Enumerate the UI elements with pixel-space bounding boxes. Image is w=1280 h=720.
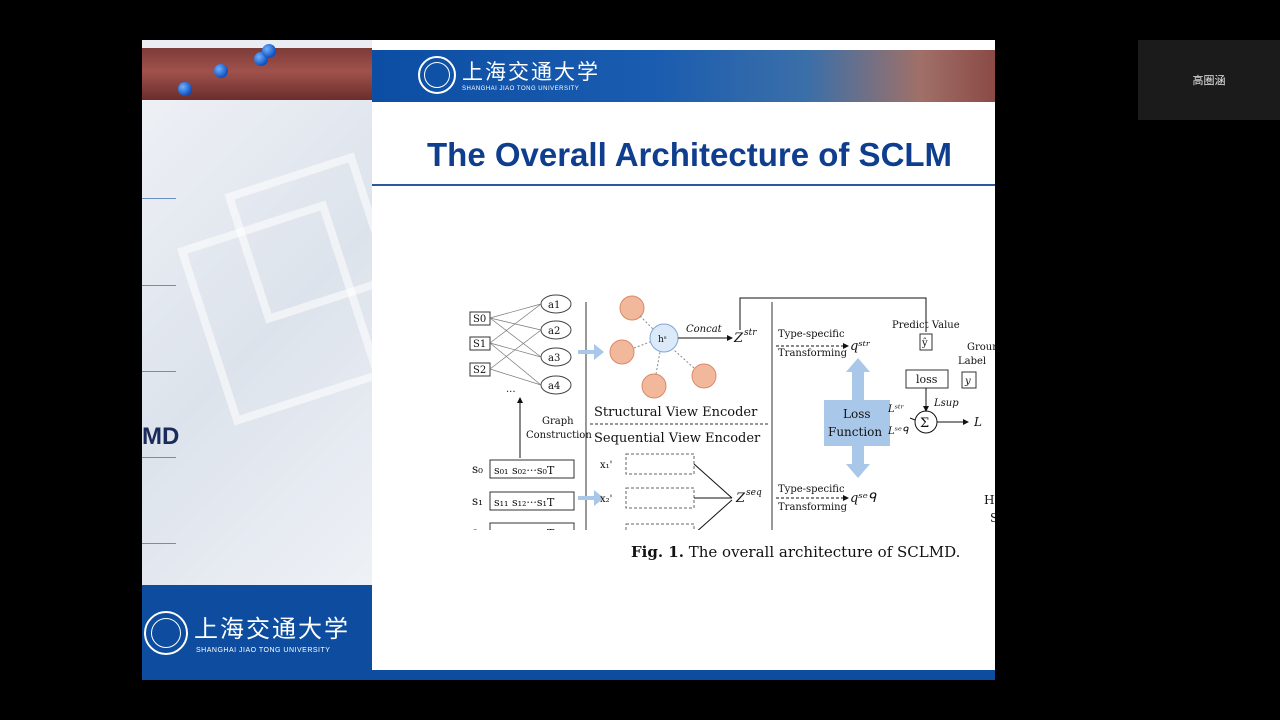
participant-name: 高圏涵 [1192, 75, 1226, 87]
session-nodes: S0 S1 S2 ... [469, 311, 516, 395]
predict-value-label: Predict Value [892, 320, 960, 331]
svg-text:hˢ: hˢ [658, 335, 667, 345]
loss-function-label: Loss [843, 407, 871, 421]
slide-header: 上海交通大学 SHANGHAI JIAO TONG UNIVERSITY [372, 50, 995, 102]
shared-screen: MD 上海交通大学 SHANGHAI JIAO TONG UNIVERSITY … [142, 40, 995, 680]
cut-off-text: S [990, 511, 995, 525]
divider [142, 543, 176, 544]
participant-tile[interactable]: 高圏涵 [1138, 40, 1280, 120]
svg-text:y: y [964, 376, 971, 387]
session-label: S0 [473, 314, 486, 325]
svg-text:s₀: s₀ [472, 462, 483, 476]
svg-text:s₂₁ s₂₂···s₂T: s₂₁ s₂₂···s₂T [494, 527, 555, 530]
svg-text:s₂: s₂ [472, 525, 483, 530]
api-label: a4 [548, 381, 560, 392]
svg-text:Lˢᵗʳ: Lˢᵗʳ [887, 404, 904, 415]
svg-text:qˢᵗʳ: qˢᵗʳ [850, 339, 871, 354]
label-text: Label [958, 356, 986, 367]
svg-text:Σ: Σ [920, 416, 929, 431]
session-label: S2 [473, 365, 486, 376]
transforming-label: Transforming [778, 502, 848, 513]
svg-text:x₂': x₂' [600, 494, 612, 505]
type-specific-label: Type-specific [778, 484, 845, 495]
type-specific-label: Type-specific [778, 329, 845, 340]
svg-text:x₁': x₁' [600, 460, 612, 471]
svg-text:str: str [744, 328, 757, 338]
sequential-encoder-label: Sequential View Encoder [594, 431, 761, 446]
ground-truth-label: Ground-tru [967, 342, 995, 353]
university-seal-icon [144, 611, 188, 655]
api-label: a3 [548, 353, 560, 364]
session-label: S1 [473, 339, 486, 350]
current-slide: 上海交通大学 SHANGHAI JIAO TONG UNIVERSITY The… [372, 40, 995, 680]
concat-label: Concat [686, 324, 723, 335]
header-photo [142, 44, 372, 100]
sequence-rows: s₀ s₀₁ s₀₂···s₀T s₁ s₁₁ s₁₂···s₁T s₂ s₂₁… [472, 459, 575, 530]
sequential-encoder: x₁'x₂'xT' [600, 453, 733, 530]
transforming-label: Transforming [778, 348, 848, 359]
svg-text:...: ... [506, 384, 516, 395]
total-loss-label: L [973, 415, 982, 429]
svg-text:seq: seq [746, 488, 762, 498]
graph-construction-label: Graph [542, 416, 574, 427]
api-nodes: a1 a2 a3 a4 [540, 294, 572, 395]
title-underline [372, 184, 995, 186]
svg-text:Lsup: Lsup [933, 398, 959, 409]
loss-function-label: Function [828, 425, 882, 439]
z-seq-label: Z [735, 491, 746, 506]
divider [142, 457, 176, 458]
slide-title: The Overall Architecture of SCLM [427, 136, 953, 173]
university-name-en: SHANGHAI JIAO TONG UNIVERSITY [462, 86, 580, 92]
api-label: a2 [548, 326, 560, 337]
architecture-diagram: S0 S1 S2 ... a1 a2 a3 a4 [469, 294, 995, 530]
university-name-cn: 上海交通大学 [194, 615, 350, 643]
graph-construction-label: Construction [526, 430, 592, 441]
loss-box-label: loss [916, 373, 938, 386]
watermark-background [142, 100, 372, 585]
university-footer: 上海交通大学 SHANGHAI JIAO TONG UNIVERSITY [142, 585, 372, 680]
structural-encoder-label: Structural View Encoder [594, 405, 758, 420]
z-str-label: Z [733, 331, 744, 346]
previous-slide-strip: MD 上海交通大学 SHANGHAI JIAO TONG UNIVERSITY [142, 40, 372, 680]
divider [142, 285, 176, 286]
university-name-cn: 上海交通大学 [462, 60, 600, 84]
api-label: a1 [548, 300, 560, 311]
figure-caption-label: Fig. 1. [631, 543, 684, 561]
slide-bottom-bar [372, 670, 995, 680]
structural-graph: hˢ Concat [609, 295, 733, 399]
svg-text:s₀₁ s₀₂···s₀T: s₀₁ s₀₂···s₀T [494, 464, 555, 477]
university-name-en: SHANGHAI JIAO TONG UNIVERSITY [196, 647, 331, 654]
divider [142, 198, 176, 199]
svg-text:s₁₁ s₁₂···s₁T: s₁₁ s₁₂···s₁T [494, 496, 555, 509]
university-seal-icon [418, 56, 456, 94]
divider [142, 371, 176, 372]
figure-caption: Fig. 1. The overall architecture of SCLM… [631, 543, 960, 561]
svg-text:s₁: s₁ [472, 494, 483, 508]
cut-off-text: H [984, 493, 994, 507]
title-fragment: MD [142, 423, 180, 450]
svg-text:ŷ: ŷ [921, 338, 928, 349]
figure-caption-text: The overall architecture of SCLMD. [688, 543, 961, 561]
svg-text:Lˢᵉᑫ: Lˢᵉᑫ [887, 426, 909, 437]
svg-text:qˢᵉᑫ: qˢᵉᑫ [850, 491, 877, 506]
